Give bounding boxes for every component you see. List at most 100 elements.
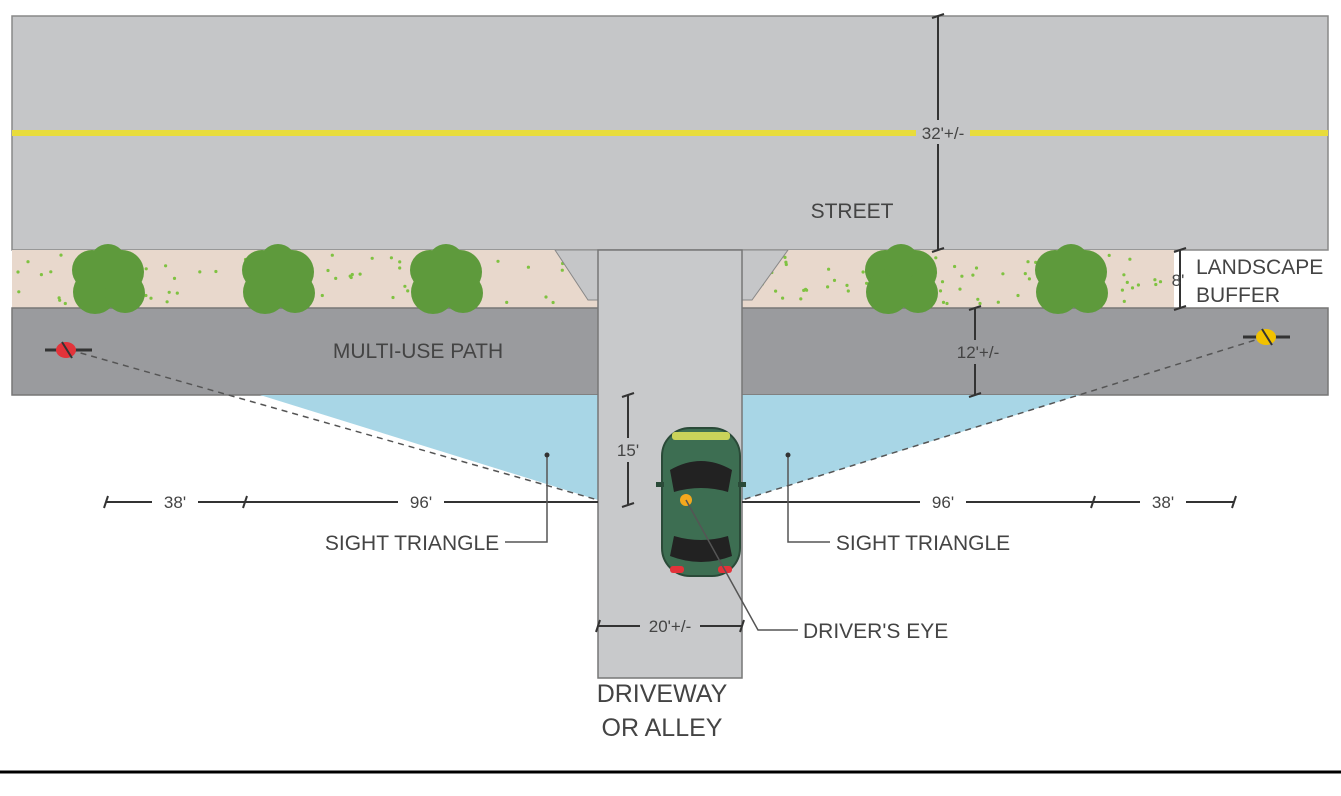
buffer-speckle	[164, 264, 168, 268]
buffer-speckle	[165, 300, 169, 304]
buffer-speckle	[1128, 257, 1132, 261]
sight-triangle-left	[260, 395, 598, 500]
buffer-speckle	[560, 268, 564, 272]
buffer-speckle	[526, 265, 531, 269]
buffer-speckle	[144, 267, 148, 271]
buffer-speckle	[403, 284, 407, 288]
buffer-speckle	[57, 296, 61, 300]
buffer-speckle	[832, 278, 837, 282]
buffer-speckle	[39, 273, 44, 277]
buffer-speckle	[198, 270, 202, 274]
buffer-speckle	[958, 287, 962, 291]
buffer-speckle	[804, 287, 808, 291]
buffer-speckle	[330, 253, 334, 257]
buffer-speckle	[945, 301, 949, 306]
buffer-speckle	[938, 289, 943, 293]
right-outer-dimension: 38'	[1152, 493, 1174, 512]
buffer-speckle	[496, 259, 500, 263]
driveway-label-line1: DRIVEWAY	[597, 680, 728, 708]
buffer-speckle	[1120, 288, 1124, 292]
tree	[865, 244, 938, 314]
buffer-speckle	[953, 264, 957, 269]
sight-triangle-left-label: SIGHT TRIANGLE	[325, 532, 499, 555]
buffer-speckle	[846, 289, 850, 293]
buffer-speckle	[774, 289, 778, 293]
buffer-speckle	[334, 276, 338, 280]
buffer-speckle	[1016, 293, 1020, 298]
buffer-speckle	[26, 260, 30, 264]
buffer-speckle	[865, 281, 869, 285]
buffer-speckle	[861, 270, 865, 274]
drivers-eye-label: DRIVER'S EYE	[803, 620, 948, 643]
sight-line-left	[69, 349, 599, 501]
buffer-speckle	[1001, 272, 1005, 276]
buffer-speckle	[996, 300, 1000, 304]
multi-use-path-label: MULTI-USE PATH	[333, 340, 503, 363]
buffer-speckle	[214, 269, 218, 274]
buffer-speckle	[144, 293, 148, 298]
buffer-speckle	[172, 276, 177, 280]
buffer-speckle	[175, 291, 179, 295]
driveway-width-dimension: 20'+/-	[649, 617, 691, 636]
buffer-speckle	[1125, 280, 1129, 284]
buffer-speckle	[941, 300, 946, 304]
buffer-speckle	[1122, 273, 1126, 277]
driveway-label-line2: OR ALLEY	[602, 714, 723, 742]
landscape-buffer-label-line1: LANDSCAPE	[1196, 256, 1323, 279]
buffer-speckle	[1153, 278, 1157, 282]
tree	[72, 244, 145, 314]
buffer-speckle	[1130, 286, 1135, 290]
buffer-speckle	[827, 267, 831, 271]
buffer-speckle	[326, 268, 330, 273]
buffer-speckle	[976, 297, 980, 301]
buffer-speckle	[167, 290, 171, 294]
buffer-speckle	[398, 260, 402, 264]
cyclist-left-icon	[45, 341, 92, 359]
buffer-speckle	[1026, 260, 1030, 264]
drivers-eye-leader	[685, 499, 798, 631]
sight-triangle-right-label: SIGHT TRIANGLE	[836, 532, 1010, 555]
right-inner-dimension: 96'	[932, 493, 954, 512]
path-width-dimension: 12'+/-	[957, 343, 999, 362]
street-width-dimension: 32'+/-	[922, 124, 964, 143]
buffer-speckle	[940, 280, 945, 284]
buffer-speckle	[149, 296, 153, 300]
buffer-speckle	[799, 297, 803, 301]
buffer-speckle	[370, 256, 374, 260]
buffer-speckle	[16, 270, 20, 274]
cyclist-right-icon	[1243, 328, 1290, 346]
buffer-speckle	[783, 255, 787, 259]
buffer-speckle	[971, 273, 975, 277]
buffer-speckle	[978, 301, 982, 306]
buffer-speckle	[784, 262, 788, 267]
buffer-speckle	[960, 274, 964, 278]
buffer-speckle	[1027, 277, 1031, 281]
sight-triangle-right	[742, 395, 1080, 500]
buffer-speckle	[49, 270, 53, 274]
buffer-speckle	[826, 285, 830, 289]
buffer-width-dimension: 8'	[1172, 271, 1185, 290]
sight-line-right	[741, 336, 1266, 501]
buffer-speckle	[1158, 280, 1163, 284]
buffer-speckle	[406, 289, 410, 293]
tree	[242, 244, 315, 314]
buffer-speckle	[1136, 283, 1140, 287]
tree	[410, 244, 483, 314]
buffer-speckle	[17, 290, 21, 294]
buffer-speckle	[781, 296, 785, 300]
buffer-speckle	[934, 256, 938, 260]
buffer-speckle	[845, 283, 849, 287]
buffer-speckle	[59, 253, 63, 257]
buffer-speckle	[974, 266, 979, 270]
buffer-speckle	[389, 256, 393, 260]
buffer-speckle	[551, 300, 555, 305]
buffer-speckle	[358, 272, 362, 276]
street-label: STREET	[811, 200, 894, 223]
buffer-speckle	[1023, 272, 1027, 276]
buffer-speckle	[544, 295, 548, 299]
buffer-speckle	[1122, 299, 1126, 303]
buffer-speckle	[1154, 282, 1158, 287]
left-inner-dimension: 96'	[410, 493, 432, 512]
buffer-speckle	[505, 300, 509, 304]
